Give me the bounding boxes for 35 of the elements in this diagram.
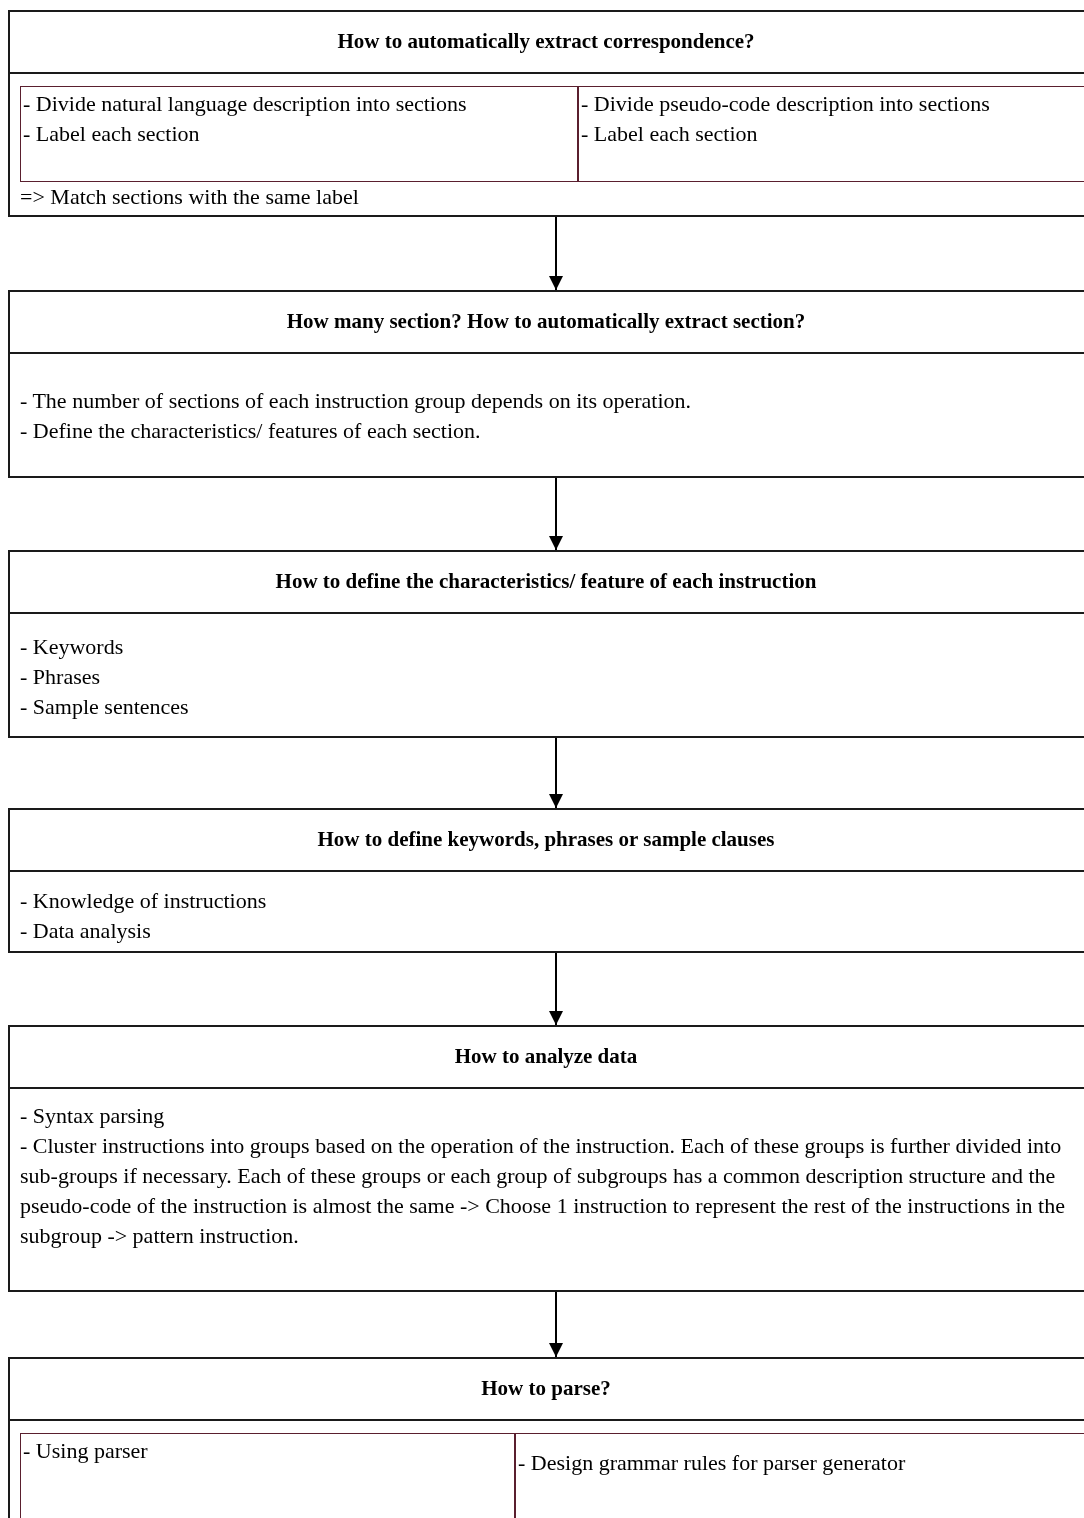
step-text: - Sample sentences (20, 693, 190, 721)
step-text: - The number of sections of each instruction group depends on its operation. (20, 387, 693, 415)
bullet-text: - Using parser (23, 1437, 149, 1465)
step-title: How many section? How to automatically extract section? (286, 308, 807, 336)
arrow (549, 737, 563, 809)
arrow (549, 477, 563, 551)
step-title: How to define the characteristics/ feature of each instruction (275, 568, 818, 596)
step-box (8, 1025, 1084, 1292)
bullet-text: - Design grammar rules for parser generator (518, 1449, 907, 1477)
section-box (578, 86, 1084, 182)
step-box (8, 808, 1084, 953)
step-title: How to analyze data (454, 1043, 639, 1071)
step-box (8, 290, 1084, 478)
step-text: - Data analysis (20, 917, 152, 945)
step-text: - Cluster instructions into groups based on the operation of the instruction. Each of these groups is further divided into sub-groups if necessary. Each of these groups or each group of subgroups has a common description structure and the pseudo-code of the instruction is almost the same -> Choose 1 instruction to represent the rest of the instructions in the subgroup -> pattern instruction. (20, 1132, 1066, 1250)
bullet-text: - Label each section (23, 120, 201, 148)
step-box (8, 550, 1084, 738)
arrow (549, 1291, 563, 1358)
arrow (549, 216, 563, 291)
bullet-text: - Label each section (581, 120, 759, 148)
step-text: - Phrases (20, 663, 102, 691)
bullet-text: - Divide pseudo-code description into sections (581, 90, 991, 118)
step-box (8, 10, 1084, 217)
step-box (8, 1357, 1084, 1518)
section-box (20, 86, 578, 182)
step-text: - Keywords (20, 633, 125, 661)
step-text: - Knowledge of instructions (20, 887, 268, 915)
step-title: How to parse? (481, 1375, 612, 1403)
arrow (549, 952, 563, 1026)
step-text: => Match sections with the same label (20, 183, 360, 211)
bullet-text: - Divide natural language description into sections (23, 90, 468, 118)
step-title: How to automatically extract correspondence? (337, 28, 756, 56)
step-text: - Syntax parsing (20, 1102, 166, 1130)
step-text: - Define the characteristics/ features of each section. (20, 417, 482, 445)
step-title: How to define keywords, phrases or sample clauses (317, 826, 776, 854)
